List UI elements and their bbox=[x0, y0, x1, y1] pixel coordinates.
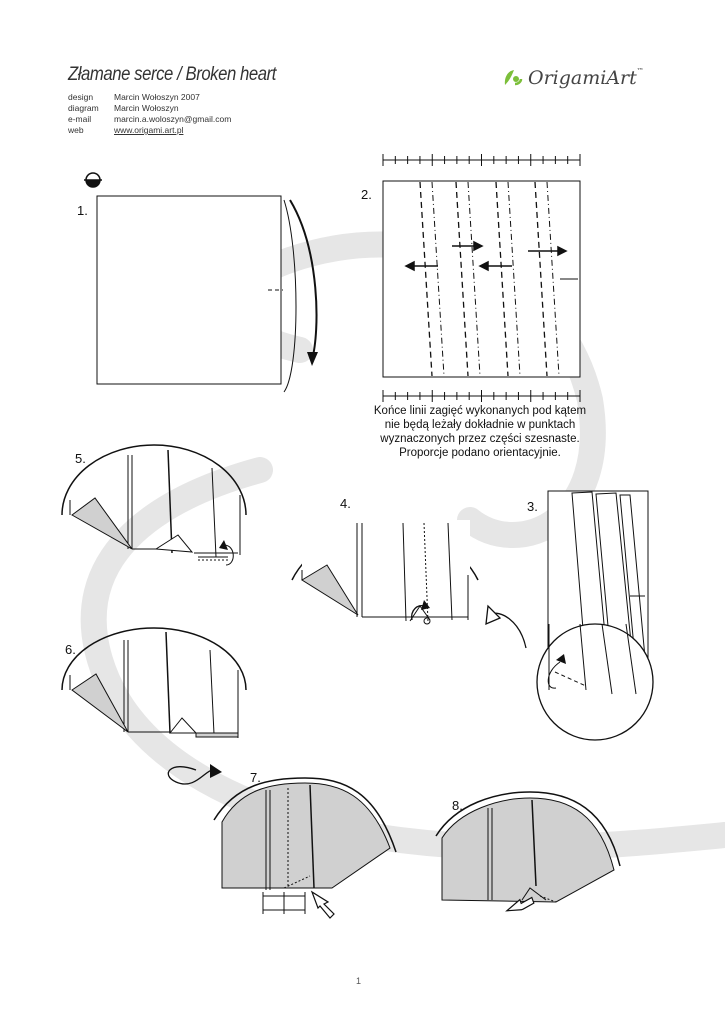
leaf-logo-icon bbox=[504, 70, 523, 86]
credit-key: e-mail bbox=[68, 114, 92, 124]
credit-key: diagram bbox=[68, 103, 99, 113]
diagram-title: Złamane serce / Broken heart bbox=[68, 64, 276, 85]
step8-figure bbox=[435, 791, 621, 912]
rotate-arrow-icon bbox=[167, 764, 222, 785]
step4-figure bbox=[291, 520, 479, 625]
step1-figure bbox=[96, 195, 318, 393]
instruction-note: Końce linii zagięć wykonanych pod kątem … bbox=[355, 404, 605, 460]
step-label-5: 5. bbox=[75, 451, 86, 466]
credits-block: design Marcin Wołoszyn 2007 diagram Marc… bbox=[68, 92, 231, 136]
step3-figure bbox=[536, 490, 654, 741]
credit-row-design: design Marcin Wołoszyn 2007 bbox=[68, 92, 231, 103]
step5-figure bbox=[61, 444, 247, 566]
note-line: Proporcje podano orientacyjnie. bbox=[399, 447, 561, 459]
credit-row-web: web www.origami.art.pl bbox=[68, 125, 231, 136]
logo-wordmark: OrigamiArt bbox=[528, 67, 637, 89]
step-label-4: 4. bbox=[340, 496, 351, 511]
email-link[interactable]: marcin.a.woloszyn@gmail.com bbox=[114, 114, 232, 124]
credit-row-diagram: diagram Marcin Wołoszyn bbox=[68, 103, 231, 114]
step6-figure bbox=[61, 627, 247, 738]
turn-over-icon bbox=[84, 172, 102, 188]
credit-key: web bbox=[68, 125, 84, 135]
step-label-1: 1. bbox=[77, 203, 88, 218]
web-link[interactable]: www.origami.art.pl bbox=[114, 125, 184, 135]
step-label-3: 3. bbox=[527, 499, 538, 514]
step-label-6: 6. bbox=[65, 642, 76, 657]
page-number: 1 bbox=[356, 976, 362, 986]
note-line: Końce linii zagięć wykonanych pod kątem bbox=[373, 405, 587, 417]
step-label-2: 2. bbox=[361, 187, 372, 202]
step-label-7: 7. bbox=[250, 770, 261, 785]
credit-row-email: e-mail marcin.a.woloszyn@gmail.com bbox=[68, 114, 231, 125]
curved-arrow-icon bbox=[485, 604, 527, 649]
step2-figure bbox=[382, 154, 581, 402]
origamiart-logo: OrigamiArt™ bbox=[502, 67, 644, 89]
credit-value: Marcin Wołoszyn bbox=[114, 103, 179, 113]
credit-key: design bbox=[68, 92, 94, 102]
trademark-mark: ™ bbox=[636, 67, 644, 75]
logo-text: OrigamiArt™ bbox=[528, 67, 644, 89]
credit-value: Marcin Wołoszyn 2007 bbox=[114, 92, 200, 102]
note-line: wyznaczonych przez części szesnaste. bbox=[380, 433, 580, 445]
step7-figure bbox=[213, 777, 397, 919]
step-label-8: 8. bbox=[452, 798, 463, 813]
note-line: nie będą leżały dokładnie w punktach bbox=[384, 419, 576, 431]
